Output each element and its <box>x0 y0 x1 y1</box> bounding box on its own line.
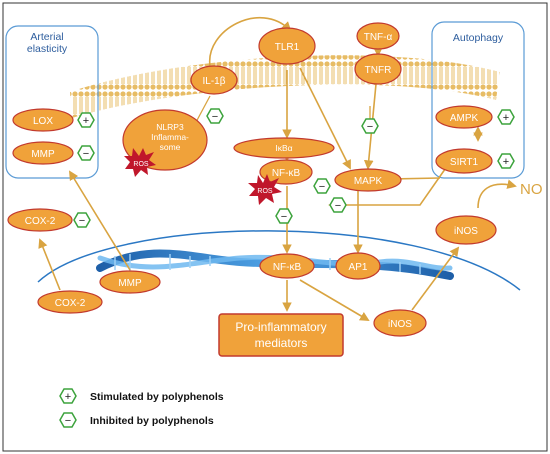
ap1-label: AP1 <box>349 262 368 273</box>
il1b-label: IL-1β <box>203 76 226 87</box>
ikba-node <box>233 137 335 159</box>
mmp-panel-node <box>12 141 74 165</box>
nfkb-cytoplasm-node <box>259 159 313 185</box>
svg-text:−: − <box>65 415 71 427</box>
legend: + Stimulated by polyphenols − Inhibited … <box>59 388 224 428</box>
pro-inflammatory-label-line1: Pro-inflammatory <box>235 320 326 334</box>
nlrp3-label-line1: NLRP3 <box>156 122 184 132</box>
tlr1-node <box>258 27 316 65</box>
minus-hexagon-nfkb: − <box>275 208 293 224</box>
sirt1-label: SIRT1 <box>450 157 479 168</box>
lox-label: LOX <box>33 116 53 127</box>
inos-lower-label: iNOS <box>388 319 412 330</box>
arrow-nfkb-to-inos <box>299 279 370 321</box>
svg-text:−: − <box>83 148 89 160</box>
ros-star-2 <box>248 174 282 205</box>
lox-node <box>12 108 74 132</box>
nlrp3-label-line3: some <box>160 142 181 152</box>
arrow-inos-to-no <box>477 179 517 209</box>
inos-upper-node <box>435 215 497 245</box>
tnf-alpha-node <box>356 22 400 50</box>
sirt1-node <box>435 148 493 174</box>
tnfr-node <box>354 53 402 85</box>
cox2-lower-node <box>37 290 103 314</box>
plus-hexagon-sirt1: + <box>497 153 515 169</box>
inos-lower-node <box>373 309 427 337</box>
arrow-mmp-to-panel <box>68 170 131 271</box>
svg-text:+: + <box>65 391 71 403</box>
legend-minus-icon: − <box>59 412 77 428</box>
tlr1-label: TLR1 <box>275 42 300 53</box>
plus-hexagon-lox: + <box>77 112 95 128</box>
nuclear-envelope <box>37 230 521 291</box>
minus-hexagon-mmp: − <box>77 145 95 161</box>
plus-hexagon-ampk: + <box>497 109 515 125</box>
arrow-tlr1-to-mapk <box>299 67 351 170</box>
arterial-elasticity-label-line1: Arterial <box>30 31 63 43</box>
inhibition-links <box>194 95 371 125</box>
no-label: NO <box>520 181 543 198</box>
mapk-label: MAPK <box>354 176 383 187</box>
minus-hexagon-il1b: − <box>206 108 224 124</box>
svg-text:+: + <box>503 112 509 124</box>
pro-inflammatory-label-line2: mediators <box>255 336 308 350</box>
minus-hexagon-cox2: − <box>73 212 91 228</box>
autophagy-label: Autophagy <box>453 32 504 44</box>
svg-text:+: + <box>503 156 509 168</box>
inos-upper-label: iNOS <box>454 226 478 237</box>
svg-text:−: − <box>319 181 325 193</box>
nfkb-cytoplasm-label: NF-κB <box>272 168 301 179</box>
tnfr-label: TNFR <box>365 65 392 76</box>
arrow-inos-to-inos <box>411 246 460 311</box>
ampk-node <box>435 105 493 129</box>
effect-markers: + − + + − − − − <box>73 108 515 228</box>
mmp-dna-label: MMP <box>118 278 142 289</box>
ros-label-1: ROS <box>133 161 149 168</box>
il1b-node <box>190 65 238 95</box>
ros-label-2: ROS <box>257 188 273 195</box>
mapk-node <box>334 168 402 192</box>
legend-stimulated-label: Stimulated by polyphenols <box>90 391 224 403</box>
cox2-upper-label: COX-2 <box>25 216 56 227</box>
cox2-upper-node <box>7 208 73 232</box>
tnf-alpha-label: TNF-α <box>364 32 393 43</box>
arterial-elasticity-panel <box>5 25 99 179</box>
arterial-elasticity-label-line2: elasticity <box>27 43 68 55</box>
autophagy-panel <box>431 21 525 179</box>
pro-inflammatory-mediators-box <box>218 313 344 357</box>
svg-text:−: − <box>335 200 341 212</box>
ap1-node <box>335 252 381 280</box>
nlrp3-label-line2: Inflamma- <box>151 132 189 142</box>
svg-text:−: − <box>367 121 373 133</box>
cell-membrane <box>70 55 500 118</box>
arrow-cox2-to-cox2 <box>38 238 61 291</box>
legend-inhibited-label: Inhibited by polyphenols <box>90 415 214 427</box>
nfkb-nucleus-label: NF-κB <box>273 262 302 273</box>
minus-hexagon-mapk-1: − <box>313 178 331 194</box>
minus-hexagon-tnfr: − <box>361 118 379 134</box>
mmp-dna-node <box>99 270 161 294</box>
ros-star-1 <box>124 148 156 177</box>
svg-text:−: − <box>212 111 218 123</box>
ikba-label: IκBα <box>275 143 292 153</box>
mmp-panel-label: MMP <box>31 149 55 160</box>
legend-plus-icon: + <box>59 388 77 404</box>
svg-text:−: − <box>281 211 287 223</box>
cox2-lower-label: COX-2 <box>55 298 86 309</box>
arrow-il1b-to-tlr1 <box>209 17 292 67</box>
minus-hexagon-mapk-2: − <box>329 197 347 213</box>
nfkb-nucleus-node <box>259 253 315 279</box>
arrow-sirt1-to-nfkb <box>328 161 451 210</box>
ampk-label: AMPK <box>450 113 479 124</box>
svg-text:−: − <box>79 215 85 227</box>
svg-text:+: + <box>83 115 89 127</box>
